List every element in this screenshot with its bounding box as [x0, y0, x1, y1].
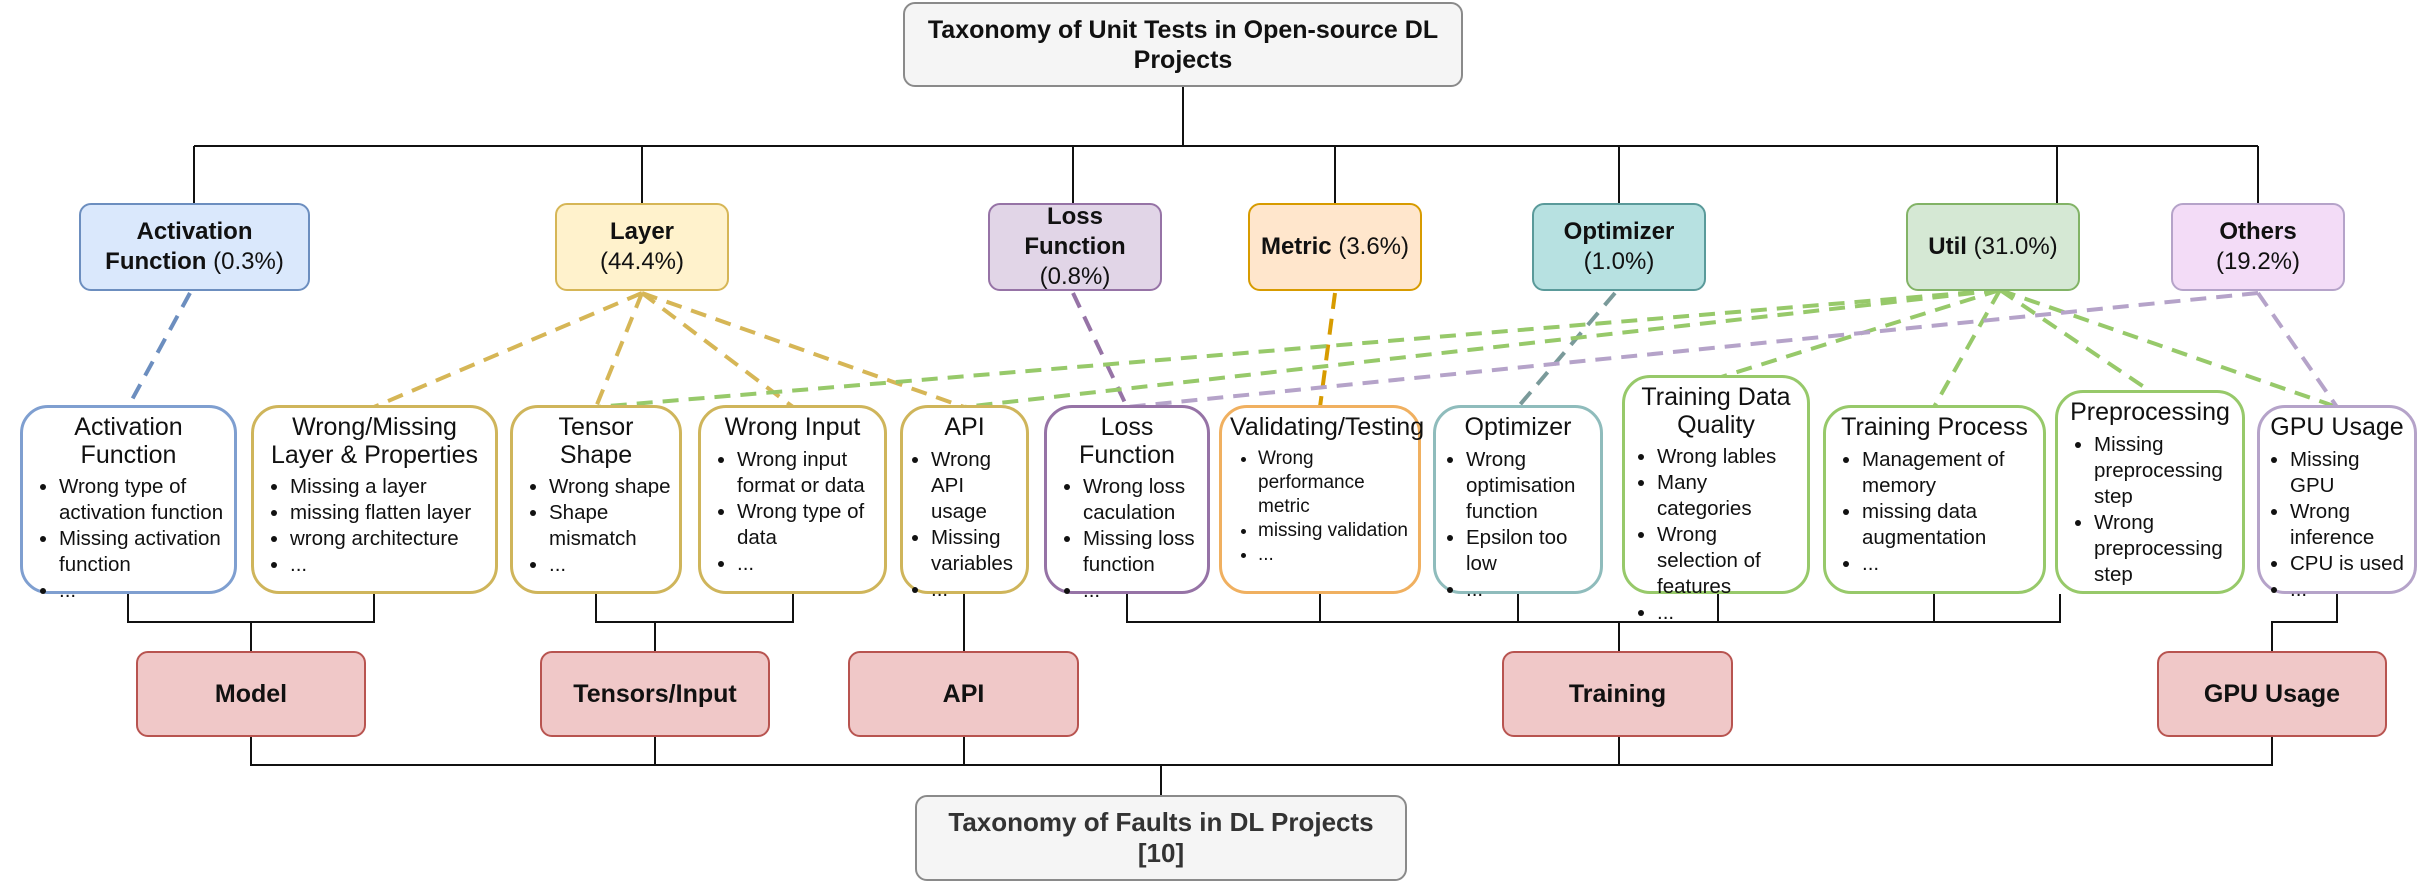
subcategory-wrong-input: Wrong Input Wrong input format or data W…: [698, 405, 887, 594]
layer-links: [373, 291, 965, 409]
subcategory-loss-function: Loss Function Wrong loss caculation Miss…: [1044, 405, 1210, 602]
subcategory-items: Wrong optimisation function Epsilon too …: [1444, 447, 1592, 603]
subcategory-items: Wrong shape Shape mismatch ...: [521, 474, 671, 578]
subcategory-api: API Wrong API usage Missing variables ..…: [900, 405, 1029, 601]
unit-test-taxonomy-title: Taxonomy of Unit Tests in Open-source DL…: [903, 2, 1463, 87]
fault-taxonomy-title: Taxonomy of Faults in DL Projects [10]: [915, 795, 1407, 881]
subcategory-items: Wrong type of activation function Missin…: [31, 474, 226, 604]
subcategory-training-data-quality: Training Data Quality Wrong lables Many …: [1622, 375, 1810, 624]
category-layer: Layer (44.4%): [555, 203, 729, 291]
subcategory-activation-function: Activation Function Wrong type of activa…: [20, 405, 237, 602]
subcategory-gpu-usage: GPU Usage Missing GPU Wrong inference CP…: [2257, 405, 2417, 601]
fault-tensors-input: Tensors/Input: [540, 651, 770, 737]
subcategory-items: Wrong API usage Missing variables ...: [911, 447, 1018, 603]
subcategory-training-process: Training Process Management of memory mi…: [1823, 405, 2046, 594]
category-activation-function: Activation Function (0.3%): [79, 203, 310, 291]
fault-training: Training: [1502, 651, 1733, 737]
fault-api: API: [848, 651, 1079, 737]
tree-lines: [127, 87, 2338, 795]
subcategory-wrong-missing-layer: Wrong/Missing Layer & Properties Missing…: [251, 405, 498, 594]
subcategory-validating-testing: Validating/Testing Wrong performance met…: [1219, 405, 1424, 594]
category-util: Util (31.0%): [1906, 203, 2080, 291]
fault-gpu-usage: GPU Usage: [2157, 651, 2387, 737]
subcategory-items: Wrong lables Many categories Wrong selec…: [1633, 444, 1799, 626]
subcategory-items: Wrong performance metric missing validat…: [1230, 447, 1410, 568]
category-optimizer: Optimizer (1.0%): [1532, 203, 1706, 291]
util-links: [595, 288, 2338, 409]
subcategory-items: Missing preprocessing step Wrong preproc…: [2066, 432, 2234, 588]
optimizer-link: [1516, 291, 1617, 409]
subcategory-items: Missing a layer missing flatten layer wr…: [262, 474, 487, 578]
activation-link: [126, 292, 192, 408]
category-loss-function: Loss Function (0.8%): [988, 203, 1162, 291]
subcategory-items: Wrong loss caculation Missing loss funct…: [1055, 474, 1199, 604]
subcategory-preprocessing: Preprocessing Missing preprocessing step…: [2055, 390, 2245, 594]
subcategory-items: Missing GPU Wrong inference CPU is used …: [2268, 447, 2406, 603]
subcategory-items: Management of memory missing data augmen…: [1834, 447, 2035, 577]
category-others: Others (19.2%): [2171, 203, 2345, 291]
subcategory-items: Wrong input format or data Wrong type of…: [709, 447, 876, 577]
others-links: [1126, 291, 2339, 409]
category-metric: Metric (3.6%): [1248, 203, 1422, 291]
subcategory-tensor-shape: Tensor Shape Wrong shape Shape mismatch …: [510, 405, 682, 594]
subcategory-optimizer: Optimizer Wrong optimisation function Ep…: [1433, 405, 1603, 601]
metric-link: [1318, 292, 1337, 408]
fault-model: Model: [136, 651, 366, 737]
